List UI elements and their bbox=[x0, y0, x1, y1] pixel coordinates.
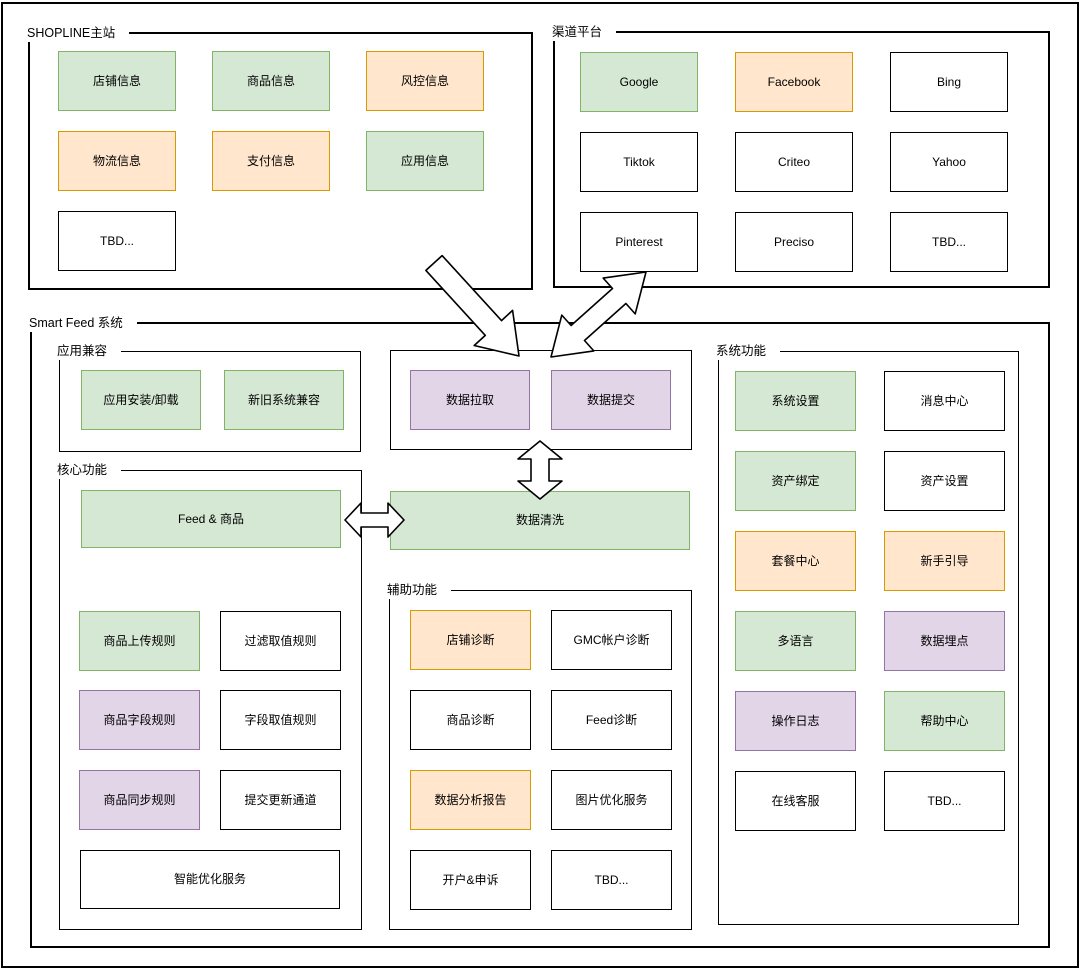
core-section: 核心功能 Feed & 商品 商品上传规则 过滤取值规则 商品字段规则 字段取值… bbox=[57, 461, 362, 930]
box-store-diagnosis: 店铺诊断 bbox=[410, 610, 531, 670]
sys-section-label: 系统功能 bbox=[716, 342, 781, 360]
box-multi-language: 多语言 bbox=[735, 611, 856, 671]
box-asset-binding: 资产绑定 bbox=[735, 451, 856, 511]
box-sys-tbd: TBD... bbox=[884, 771, 1005, 831]
box-asset-settings: 资产设置 bbox=[884, 451, 1005, 511]
channel-section-label: 渠道平台 bbox=[552, 23, 617, 41]
box-package-center: 套餐中心 bbox=[735, 531, 856, 591]
box-product-diagnosis: 商品诊断 bbox=[410, 690, 531, 750]
app-compat-label: 应用兼容 bbox=[57, 342, 122, 360]
box-data-tracking: 数据埋点 bbox=[884, 611, 1005, 671]
sys-section: 系统功能 系统设置 消息中心 资产绑定 资产设置 套餐中心 新手引导 多语言 数… bbox=[716, 342, 1019, 925]
box-store-info: 店铺信息 bbox=[58, 51, 176, 111]
box-message-center: 消息中心 bbox=[884, 371, 1005, 431]
box-system-settings: 系统设置 bbox=[735, 371, 856, 431]
box-pinterest: Pinterest bbox=[580, 212, 698, 272]
data-io-section: 数据拉取 数据提交 bbox=[390, 350, 692, 450]
sys-grid: 系统设置 消息中心 资产绑定 资产设置 套餐中心 新手引导 多语言 数据埋点 操… bbox=[719, 352, 1018, 831]
box-data-cleaning: 数据清洗 bbox=[390, 491, 690, 550]
box-help-center: 帮助中心 bbox=[884, 691, 1005, 751]
box-account-opening-appeal: 开户&申诉 bbox=[410, 850, 531, 910]
core-section-label: 核心功能 bbox=[57, 461, 122, 479]
shopline-section: SHOPLINE主站 店铺信息 商品信息 风控信息 物流信息 支付信息 应用信息… bbox=[27, 24, 533, 290]
box-feed-diagnosis: Feed诊断 bbox=[551, 690, 672, 750]
app-compat-grid: 应用安装/卸载 新旧系统兼容 bbox=[60, 352, 360, 430]
app-compat-section: 应用兼容 应用安装/卸载 新旧系统兼容 bbox=[57, 342, 361, 452]
channel-section: 渠道平台 Google Facebook Bing Tiktok Criteo … bbox=[552, 23, 1050, 288]
smartfeed-section: Smart Feed 系统 应用兼容 应用安装/卸载 新旧系统兼容 数据拉取 数… bbox=[29, 314, 1050, 948]
aux-grid: 店铺诊断 GMC帐户诊断 商品诊断 Feed诊断 数据分析报告 图片优化服务 开… bbox=[390, 591, 691, 910]
box-facebook: Facebook bbox=[735, 52, 853, 112]
aux-section-label: 辅助功能 bbox=[387, 581, 452, 599]
box-product-field-rules: 商品字段规则 bbox=[79, 690, 200, 750]
box-old-new-compat: 新旧系统兼容 bbox=[224, 370, 344, 430]
aux-section: 辅助功能 店铺诊断 GMC帐户诊断 商品诊断 Feed诊断 数据分析报告 图片优… bbox=[387, 581, 692, 930]
box-operation-log: 操作日志 bbox=[735, 691, 856, 751]
channel-grid: Google Facebook Bing Tiktok Criteo Yahoo… bbox=[555, 33, 1048, 272]
box-aux-tbd: TBD... bbox=[551, 850, 672, 910]
shopline-grid: 店铺信息 商品信息 风控信息 物流信息 支付信息 应用信息 TBD... bbox=[30, 34, 531, 271]
box-gmc-account-diagnosis: GMC帐户诊断 bbox=[551, 610, 672, 670]
box-app-info: 应用信息 bbox=[366, 131, 484, 191]
data-io-grid: 数据拉取 数据提交 bbox=[391, 351, 691, 430]
box-criteo: Criteo bbox=[735, 132, 853, 192]
box-product-sync-rules: 商品同步规则 bbox=[79, 770, 200, 830]
box-smart-optimization: 智能优化服务 bbox=[80, 850, 340, 909]
box-filter-value-rules: 过滤取值规则 bbox=[220, 611, 341, 671]
box-yahoo: Yahoo bbox=[890, 132, 1008, 192]
box-data-pull: 数据拉取 bbox=[410, 370, 530, 430]
box-channel-tbd: TBD... bbox=[890, 212, 1008, 272]
box-online-service: 在线客服 bbox=[735, 771, 856, 831]
box-app-install-uninstall: 应用安装/卸载 bbox=[81, 370, 201, 430]
box-google: Google bbox=[580, 52, 698, 112]
box-feed-product: Feed & 商品 bbox=[81, 490, 341, 548]
smartfeed-section-label: Smart Feed 系统 bbox=[29, 314, 137, 332]
box-tiktok: Tiktok bbox=[580, 132, 698, 192]
box-bing: Bing bbox=[890, 52, 1008, 112]
box-shopline-tbd: TBD... bbox=[58, 211, 176, 271]
box-payment-info: 支付信息 bbox=[212, 131, 330, 191]
box-submit-update-channel: 提交更新通道 bbox=[220, 770, 341, 830]
box-beginner-guide: 新手引导 bbox=[884, 531, 1005, 591]
box-data-submit: 数据提交 bbox=[551, 370, 671, 430]
box-product-info: 商品信息 bbox=[212, 51, 330, 111]
box-product-upload-rules: 商品上传规则 bbox=[79, 611, 200, 671]
box-logistics-info: 物流信息 bbox=[58, 131, 176, 191]
shopline-section-label: SHOPLINE主站 bbox=[27, 24, 130, 42]
box-risk-info: 风控信息 bbox=[366, 51, 484, 111]
box-field-value-rules: 字段取值规则 bbox=[220, 690, 341, 750]
box-preciso: Preciso bbox=[735, 212, 853, 272]
box-image-optimization: 图片优化服务 bbox=[551, 770, 672, 830]
box-data-analysis-report: 数据分析报告 bbox=[410, 770, 531, 830]
